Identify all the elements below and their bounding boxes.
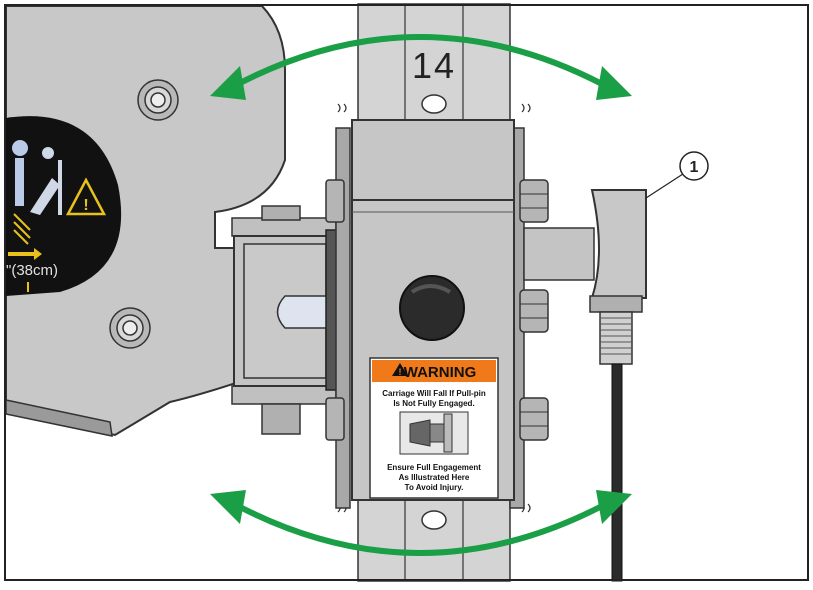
nut-right-low xyxy=(519,397,549,441)
callout-label: 1 xyxy=(690,159,699,176)
mounting-plate: ! "(38cm) xyxy=(5,5,286,437)
pin-engagement-icon xyxy=(399,411,469,455)
warning-label: ! WARNING Carriage Will Fall If Pull-pin… xyxy=(369,357,499,499)
warning-line-2: Is Not Fully Engaged. xyxy=(393,399,474,408)
svg-text:!: ! xyxy=(83,197,88,214)
safety-decal: ! "(38cm) xyxy=(6,116,122,296)
warning-line-5: To Avoid Injury. xyxy=(405,483,464,492)
bolt-lower xyxy=(109,307,151,349)
warning-line-4: As Illustrated Here xyxy=(399,473,470,482)
warning-header: WARNING xyxy=(404,364,477,381)
callout-1: 1 xyxy=(645,151,709,199)
left-bracket xyxy=(231,205,343,435)
post-slot-top xyxy=(421,94,447,114)
post-number: 14 xyxy=(412,45,456,86)
pull-pin-knob xyxy=(399,275,465,341)
nut-left-top xyxy=(325,179,345,223)
nut-right-mid xyxy=(519,289,549,333)
svg-text:!: ! xyxy=(399,367,402,377)
warning-line-1: Carriage Will Fall If Pull-pin xyxy=(382,389,486,398)
rotation-arrow-bottom xyxy=(210,490,632,556)
decal-measurement: "(38cm) xyxy=(6,262,58,279)
nut-left-low xyxy=(325,397,345,441)
rotation-arrow-top xyxy=(210,34,632,100)
sensor-assembly xyxy=(523,189,647,582)
bolt-upper xyxy=(137,79,179,121)
warning-line-3: Ensure Full Engagement xyxy=(387,463,481,472)
nut-right-top xyxy=(519,179,549,223)
post-slot-bottom xyxy=(421,510,447,530)
